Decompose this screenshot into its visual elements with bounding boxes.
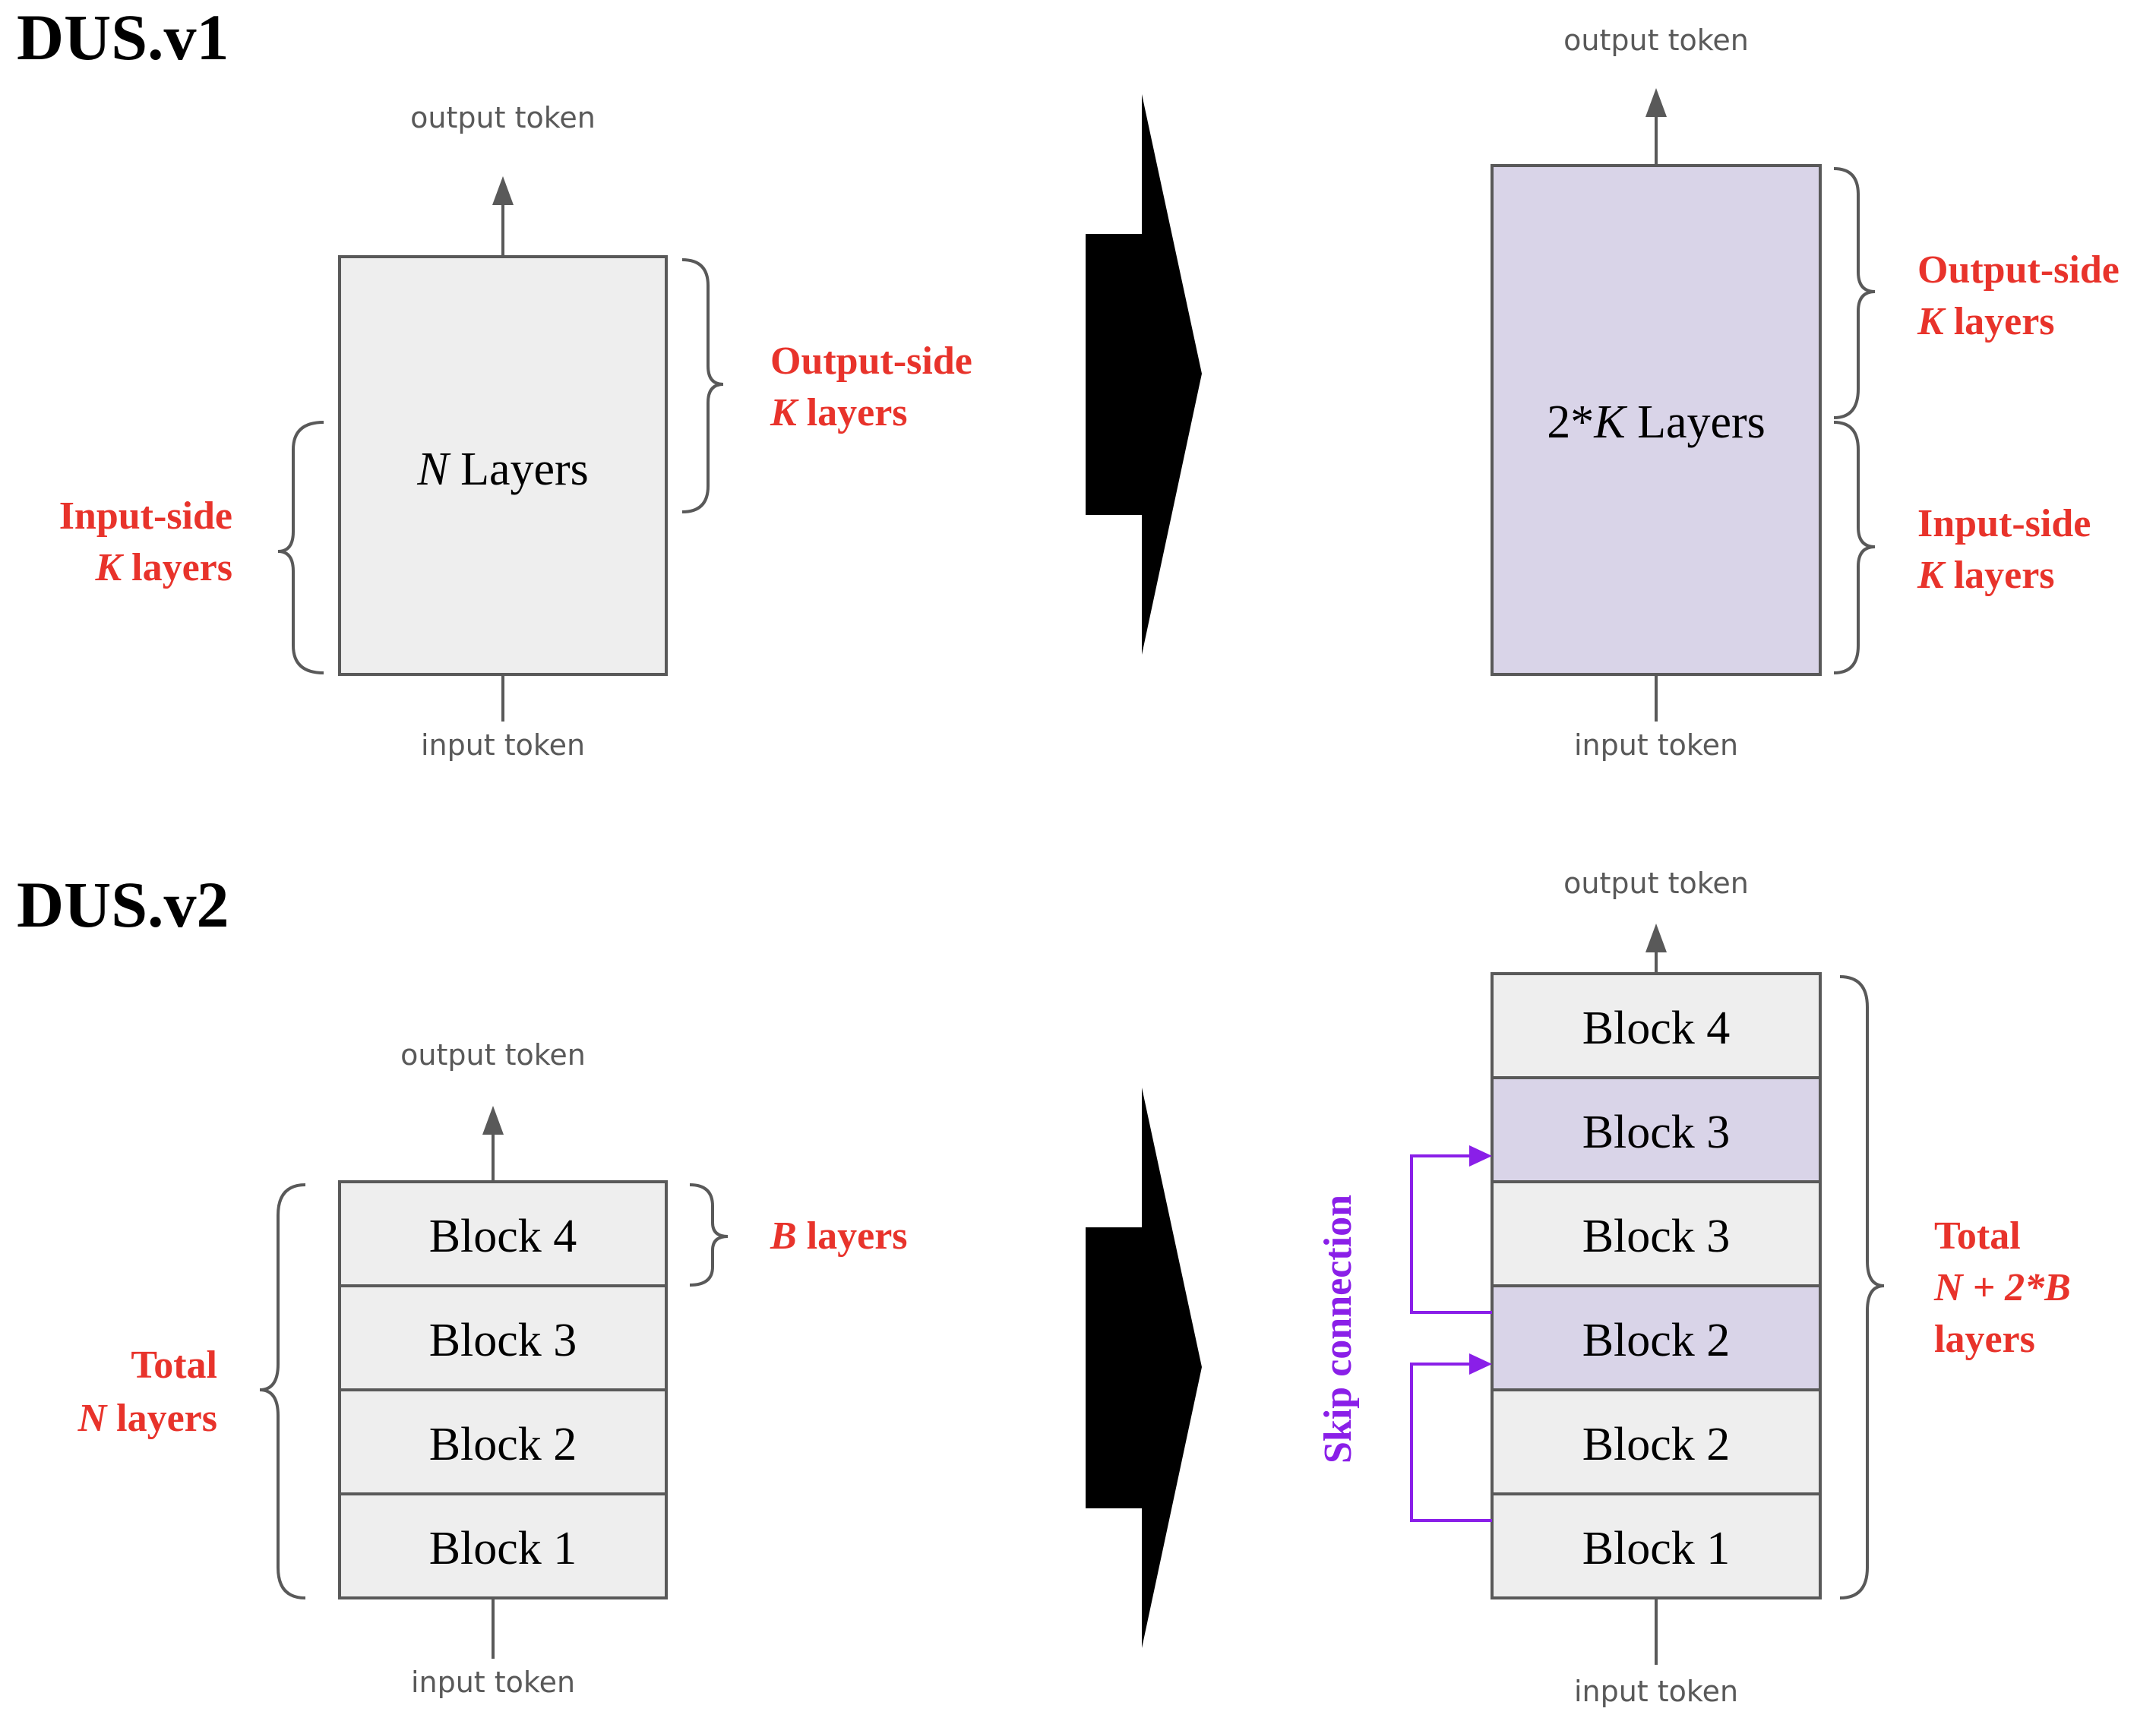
- layers-box: [1491, 164, 1822, 676]
- skip-connection-upper: [1410, 1154, 1492, 1314]
- input-token-label: input token: [421, 728, 585, 762]
- layers-box-label: N Layers: [416, 444, 589, 495]
- block-label: Block 4: [429, 1211, 577, 1262]
- total-label-line1: Total: [131, 1344, 217, 1387]
- input-token-label: input token: [411, 1666, 575, 1699]
- total-layers-brace: [259, 1183, 306, 1599]
- output-side-label-line1: Output-side: [770, 339, 972, 383]
- input-token-label: input token: [1574, 1675, 1738, 1708]
- output-side-label-line2: K layers: [1917, 300, 2055, 343]
- v1-original-model: output token N Layers input token Output…: [59, 101, 972, 762]
- b-layers-brace: [689, 1183, 729, 1287]
- total-layers-brace: [1839, 975, 1885, 1599]
- output-token-label: output token: [1563, 24, 1749, 57]
- arrow-up-icon: [492, 176, 514, 205]
- block-box: [1491, 1492, 1822, 1599]
- layers-box-label: 2*K Layers: [1547, 396, 1766, 448]
- output-side-label-line2: K layers: [770, 391, 908, 434]
- output-side-brace: [1833, 167, 1876, 419]
- block-label: Block 3: [1582, 1107, 1731, 1158]
- block-label: Block 3: [1582, 1211, 1731, 1262]
- output-token-label: output token: [1563, 867, 1749, 900]
- total-label-line2: N layers: [77, 1397, 217, 1440]
- total-label-line3: layers: [1934, 1318, 2035, 1361]
- v2-upscaled-model: output token Block 4 Block 3 Block 3 Blo…: [1317, 867, 2071, 1708]
- input-side-label-line2: K layers: [1917, 554, 2055, 597]
- arrow-right-icon: [1469, 1353, 1492, 1375]
- section-title-v1: DUS.v1: [17, 1, 229, 74]
- block-label: Block 2: [429, 1419, 577, 1470]
- block-box: [338, 1180, 668, 1287]
- skip-connection-lower: [1410, 1363, 1492, 1522]
- input-side-label-line1: Input-side: [1917, 502, 2091, 545]
- input-side-label-line1: Input-side: [59, 494, 232, 538]
- transform-arrow-icon: [1086, 94, 1202, 655]
- block-box: [338, 1388, 668, 1495]
- block-box-duplicated: [1491, 1076, 1822, 1183]
- output-side-label-line1: Output-side: [1917, 248, 2120, 292]
- input-side-brace: [1833, 421, 1876, 674]
- v1-upscaled-model: output token 2*K Layers input token Outp…: [1491, 24, 2120, 762]
- arrow-up-icon: [482, 1106, 504, 1135]
- block-label: Block 1: [429, 1523, 577, 1574]
- arrow-right-icon: [1469, 1145, 1492, 1167]
- block-box: [1491, 972, 1822, 1079]
- arrow-up-icon: [1645, 924, 1667, 952]
- block-label: Block 4: [1582, 1003, 1731, 1054]
- input-token-label: input token: [1574, 728, 1738, 762]
- input-side-brace: [277, 421, 324, 674]
- skip-connection-label: Skip connection: [1317, 1195, 1360, 1464]
- output-side-brace: [681, 258, 724, 513]
- v2-original-model: output token Block 4 Block 3 Block 2 Blo…: [77, 1038, 908, 1699]
- block-box-duplicated: [1491, 1284, 1822, 1391]
- block-label: Block 3: [429, 1315, 577, 1366]
- total-label-line1: Total: [1934, 1214, 2021, 1258]
- block-box: [338, 1492, 668, 1599]
- transform-arrow-icon: [1086, 1088, 1202, 1648]
- b-layers-label: B layers: [770, 1214, 908, 1258]
- total-label-line2: N + 2*B: [1933, 1266, 2071, 1309]
- block-label: Block 1: [1582, 1523, 1731, 1574]
- section-title-v2: DUS.v2: [17, 868, 229, 941]
- arrow-up-icon: [1645, 88, 1667, 117]
- block-box: [338, 1284, 668, 1391]
- block-label: Block 2: [1582, 1419, 1731, 1470]
- block-label: Block 2: [1582, 1315, 1731, 1366]
- input-side-label-line2: K layers: [94, 546, 232, 589]
- output-token-label: output token: [400, 1038, 586, 1072]
- output-token-label: output token: [410, 101, 596, 134]
- block-box: [1491, 1388, 1822, 1495]
